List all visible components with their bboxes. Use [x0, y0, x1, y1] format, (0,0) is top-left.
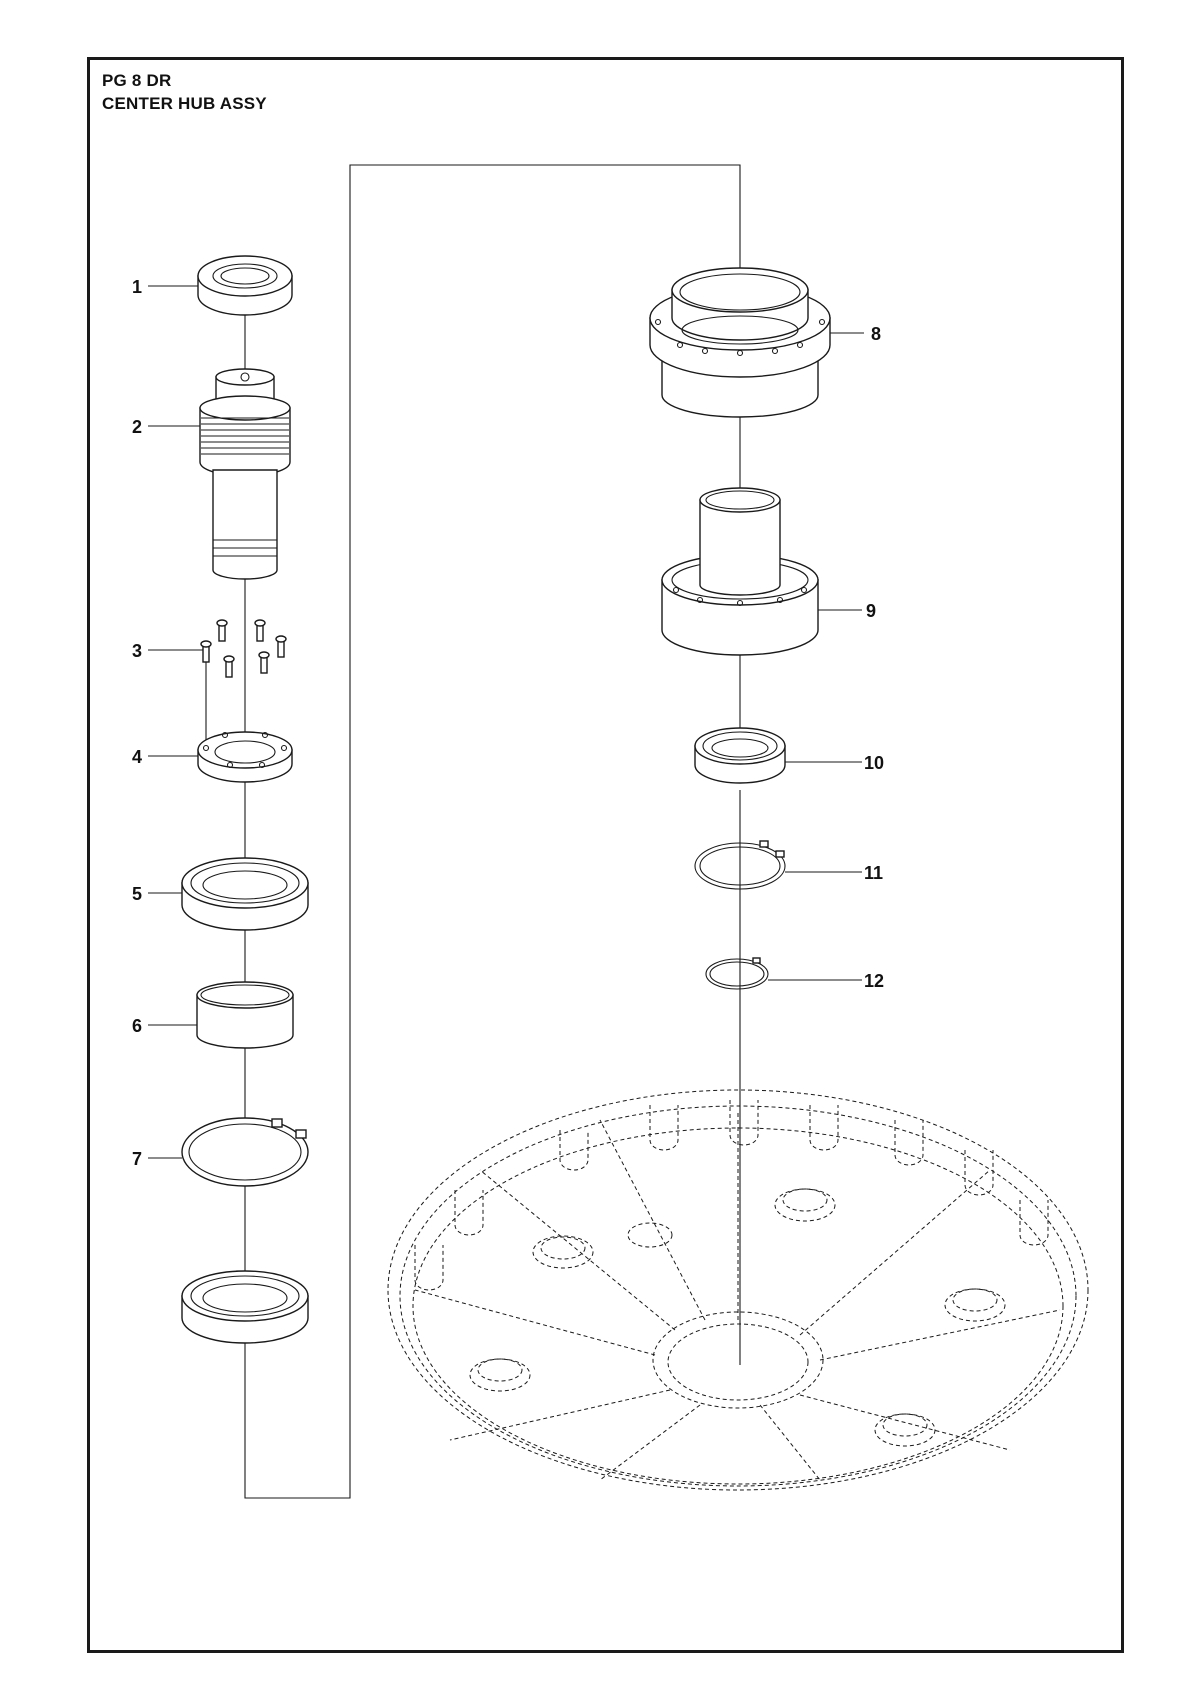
callout-5: 5	[132, 884, 142, 904]
callout-11: 11	[864, 863, 883, 883]
disc-bosses	[469, 1188, 1006, 1447]
part-6-sleeve	[196, 981, 294, 1049]
callout-6: 6	[132, 1016, 142, 1036]
part-12-circlip	[705, 957, 769, 990]
part-7-retaining-ring	[181, 1117, 309, 1187]
base-disc-dashed	[387, 1089, 1089, 1491]
disc-pockets	[414, 1100, 1049, 1291]
model-title: PG 8 DR	[102, 71, 172, 90]
drawing-frame	[87, 57, 1124, 1653]
part-5-bearing	[181, 857, 309, 931]
callout-1: 1	[132, 277, 142, 297]
callout-2: 2	[132, 417, 142, 437]
callout-4: 4	[132, 747, 142, 767]
disc-spokes	[414, 1110, 1061, 1481]
assembly-title: CENTER HUB ASSY	[102, 94, 267, 113]
shaft-thread	[201, 417, 289, 455]
callout-12: 12	[864, 971, 884, 991]
callout-8: 8	[871, 324, 881, 344]
callout-numbers: 1 2 3 4 5 6 7 8 9 10 11 12	[132, 277, 884, 1169]
part-1-seal	[197, 255, 293, 316]
callout-3: 3	[132, 641, 142, 661]
callout-7: 7	[132, 1149, 142, 1169]
part-2-shaft	[199, 368, 291, 580]
part-11-circlip	[694, 840, 786, 890]
part-8-housing	[649, 267, 831, 418]
part-9-hub	[661, 487, 819, 656]
leader-lines	[148, 285, 864, 1159]
part-10-bearing	[694, 727, 786, 784]
part-4-flange	[197, 731, 293, 783]
part-3-screws	[200, 619, 287, 745]
callout-9: 9	[866, 601, 876, 621]
lower-bearing	[181, 1270, 309, 1344]
callout-10: 10	[864, 753, 884, 773]
